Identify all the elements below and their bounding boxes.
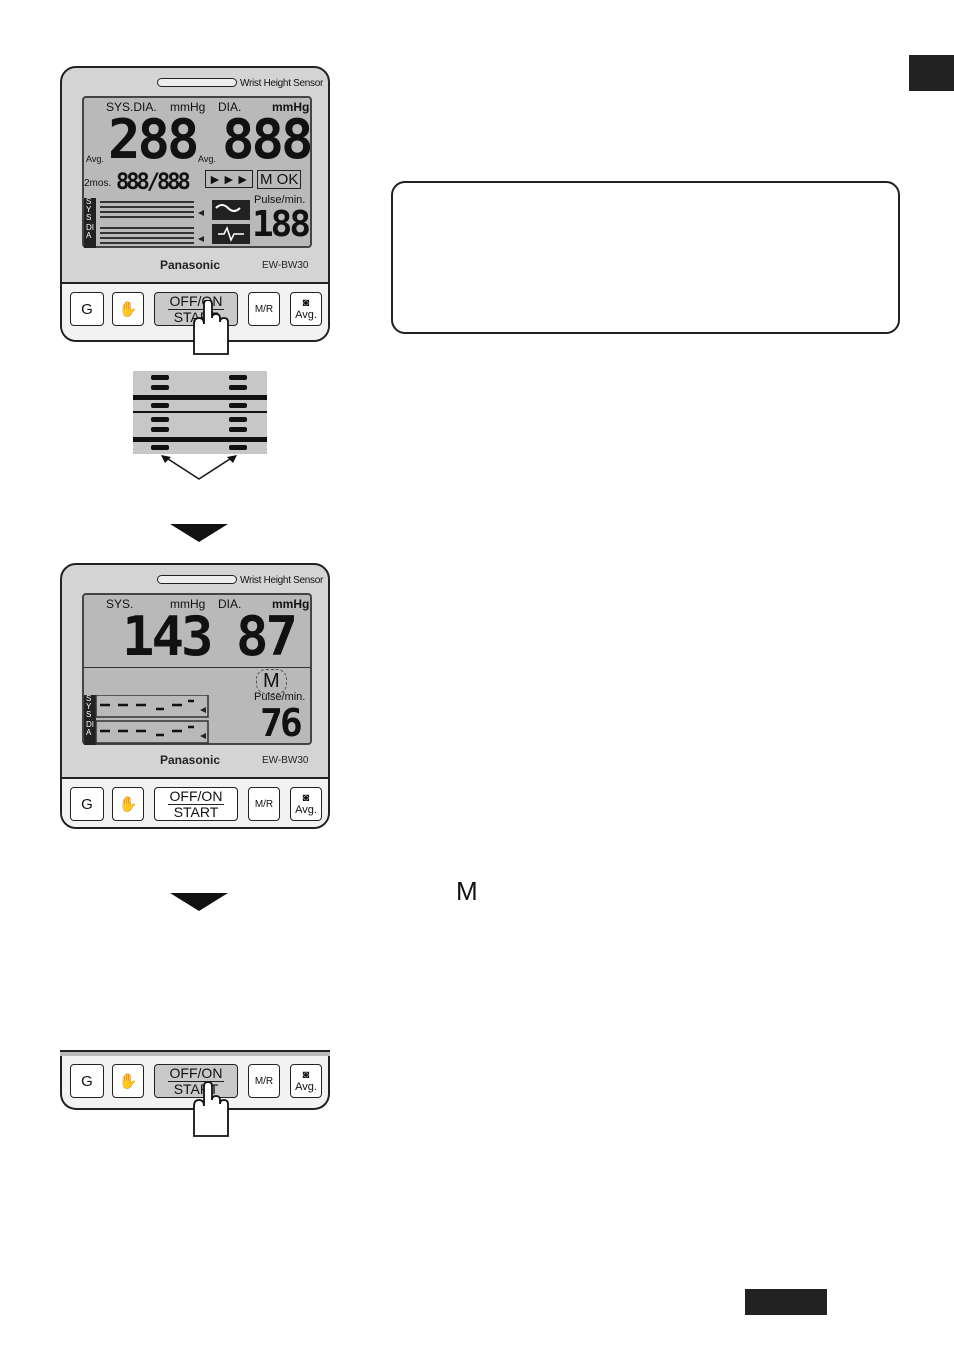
finger-press-icon	[188, 1081, 232, 1143]
finger-press-icon	[188, 299, 232, 361]
model-number: EW-BW30	[262, 260, 309, 271]
mmhg-left-label: mmHg	[170, 100, 206, 114]
wrist-height-sensor-bar	[157, 575, 237, 584]
dia-letters: DIA	[86, 223, 94, 240]
lcd-screen: SYS. mmHg DIA. mmHg 143 87 M Pulse/min. …	[82, 593, 312, 745]
blood-pressure-bars	[84, 198, 210, 248]
pulse-value: 76	[260, 701, 303, 745]
wrist-hand-icon: ✋	[118, 1073, 138, 1090]
off-on-label: OFF/ON	[167, 787, 225, 805]
lcd-screen: SYS.DIA. mmHg DIA. mmHg 288 888 Avg. Avg…	[82, 96, 314, 248]
sys-label: SYS.	[106, 597, 134, 611]
blood-pressure-bars	[84, 694, 210, 745]
model-number: EW-BW30	[262, 755, 309, 766]
wrist-hand-icon: ✋	[118, 301, 138, 318]
memory-recall-button[interactable]: M/R	[248, 787, 280, 821]
brand-logo: Panasonic	[160, 258, 221, 272]
g-button[interactable]: G	[70, 292, 104, 326]
avg-label: Avg.	[295, 1081, 317, 1093]
off-on-start-button[interactable]: OFF/ON START	[154, 1064, 238, 1098]
wrist-position-button[interactable]: ✋	[112, 1064, 144, 1098]
progress-arrows: ►►►	[205, 170, 253, 188]
flow-arrow-down	[170, 893, 228, 911]
mmhg-left-label: mmHg	[170, 597, 206, 611]
left-digits: 288	[108, 108, 200, 171]
memory-symbol: M	[456, 876, 478, 906]
memory-indicator: M	[256, 669, 287, 694]
g-button[interactable]: G	[70, 1064, 104, 1098]
segment-test-detail	[133, 371, 267, 480]
avg-label: Avg.	[295, 804, 317, 816]
sys-letters: SYS	[86, 197, 92, 222]
lcd-divider	[84, 667, 310, 668]
wrist-hand-icon: ✋	[118, 796, 138, 813]
wrist-height-sensor-label: Wrist Height Sensor	[240, 575, 324, 586]
mmhg-right-label: mmHg	[272, 597, 310, 611]
flow-arrow-down	[170, 524, 228, 542]
wrist-height-sensor-label: Wrist Height Sensor	[240, 78, 324, 89]
two-months-label: 2mos.	[84, 178, 112, 189]
button-row: G ✋ OFF/ON START M/R ◙ Avg.	[62, 777, 328, 827]
average-button[interactable]: ◙ Avg.	[290, 787, 322, 821]
systolic-value: 143	[122, 605, 214, 668]
device-button-row-detail: G ✋ OFF/ON START M/R ◙ Avg.	[60, 1050, 330, 1110]
diastolic-value: 87	[236, 605, 298, 668]
memory-recall-button[interactable]: M/R	[248, 1064, 280, 1098]
panel-edge	[60, 1050, 330, 1056]
dia-label: DIA.	[218, 100, 242, 114]
pulse-label: Pulse/min.	[254, 194, 306, 206]
sys-dia-label: SYS.DIA.	[106, 100, 157, 114]
off-on-start-button[interactable]: OFF/ON START	[154, 787, 238, 821]
moon-icon: ◙	[302, 792, 310, 804]
memory-ok-indicator: M OK	[257, 170, 302, 189]
g-button[interactable]: G	[70, 787, 104, 821]
avg-label: Avg.	[295, 309, 317, 321]
brand-logo: Panasonic	[160, 753, 221, 767]
memory-recall-button[interactable]: M/R	[248, 292, 280, 326]
dia-label: DIA.	[218, 597, 242, 611]
right-digits: 888	[222, 108, 314, 171]
pulse-icons	[212, 200, 250, 244]
avg-right-label: Avg.	[198, 154, 216, 164]
off-on-label: OFF/ON	[167, 1064, 225, 1082]
start-label: START	[173, 803, 219, 820]
section-tab	[909, 55, 954, 91]
note-box	[391, 181, 900, 334]
wrist-position-button[interactable]: ✋	[112, 292, 144, 326]
pulse-digits: 188	[252, 204, 311, 245]
pulse-label: Pulse/min.	[254, 691, 306, 703]
wrist-position-button[interactable]: ✋	[112, 787, 144, 821]
sys-letters: SYS	[86, 694, 92, 719]
device-panel-result: Wrist Height Sensor SYS. mmHg DIA. mmHg …	[60, 563, 330, 829]
memory-digits: 888/888	[116, 170, 191, 195]
dia-letters: DIA	[86, 720, 94, 737]
page-footer-bar	[745, 1289, 827, 1315]
avg-left-label: Avg.	[86, 154, 104, 164]
average-button[interactable]: ◙ Avg.	[290, 1064, 322, 1098]
average-button[interactable]: ◙ Avg.	[290, 292, 322, 326]
mmhg-right-label: mmHg	[272, 100, 310, 114]
moon-icon: ◙	[302, 1069, 310, 1081]
moon-icon: ◙	[302, 297, 310, 309]
wrist-height-sensor-bar	[157, 78, 237, 87]
